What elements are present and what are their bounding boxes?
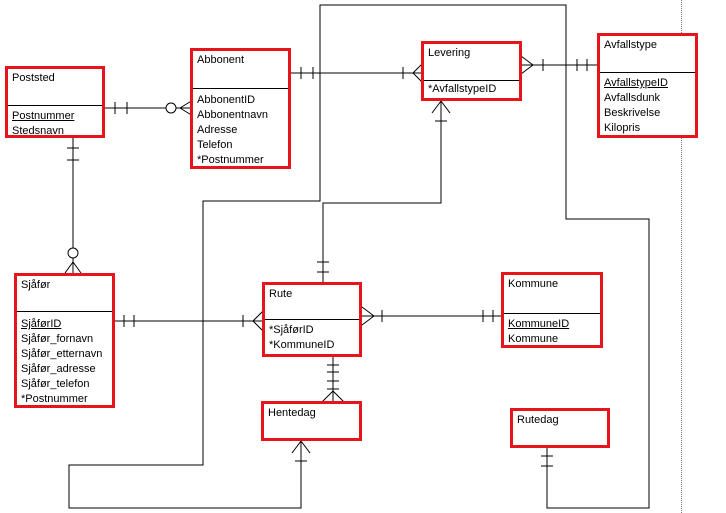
attribute-primary-key: Postnummer <box>12 110 75 122</box>
attribute-list: KommuneID Kommune <box>508 317 569 347</box>
entity-sjafor[interactable]: Sjåfør SjåførID Sjåfør_fornavn Sjåfør_et… <box>14 273 115 408</box>
attribute: Adresse <box>197 124 238 136</box>
attribute: Avfallsdunk <box>604 92 661 104</box>
entity-avfallstype[interactable]: Avfallstype AvfallstypeID Avfallsdunk Be… <box>597 33 698 138</box>
entity-title: Levering <box>428 47 471 59</box>
attribute-foreign-key: *Postnummer <box>21 393 88 405</box>
entity-title: Abbonent <box>197 54 245 66</box>
entity-title: Sjåfør <box>21 279 51 291</box>
relationship-poststed-sjafor <box>64 138 82 274</box>
attribute: Beskrivelse <box>604 107 661 119</box>
attribute-foreign-key: *KommuneID <box>269 339 335 351</box>
entity-title: Poststed <box>12 72 55 84</box>
attribute: Sjåfør_telefon <box>21 378 90 390</box>
page-divider <box>681 0 682 513</box>
entity-separator <box>17 311 112 312</box>
attribute-primary-key: KommuneID <box>508 318 570 330</box>
relationship-rute-hentedag <box>321 357 345 403</box>
attribute-list: AbbonentID Abbonentnavn Adresse Telefon … <box>197 93 268 168</box>
attribute-list: AvfallstypeID Avfallsdunk Beskrivelse Ki… <box>604 76 668 136</box>
relationship-hentedag-abbonent <box>68 4 650 509</box>
entity-separator <box>504 313 600 314</box>
attribute-primary-key: AvfallstypeID <box>604 77 668 89</box>
entity-title: Hentedag <box>268 407 316 419</box>
entity-title: Rute <box>269 288 293 300</box>
relationship-levering-rute <box>317 100 451 282</box>
entity-separator <box>600 72 695 73</box>
entity-title: Rutedag <box>517 414 559 426</box>
attribute: Stedsnavn <box>12 125 64 137</box>
entity-kommune[interactable]: Kommune KommuneID Kommune <box>501 272 603 348</box>
relationship-poststed-abbonent <box>105 99 194 117</box>
relationship-abbonent-levering <box>291 61 425 85</box>
entity-rute[interactable]: Rute *SjåførID *KommuneID <box>262 282 362 357</box>
entity-separator <box>265 319 359 320</box>
attribute: Sjåfør_adresse <box>21 363 96 375</box>
attribute-list: Postnummer Stedsnavn <box>12 109 74 139</box>
attribute-primary-key: SjåførID <box>21 318 62 330</box>
attribute: Kilopris <box>604 122 641 134</box>
attribute: Sjåfør_fornavn <box>21 333 94 345</box>
attribute-list: *SjåførID *KommuneID <box>269 323 334 353</box>
attribute-list: *AvfallstypeID <box>428 82 496 97</box>
entity-rutedag[interactable]: Rutedag <box>510 408 610 448</box>
attribute-list: SjåførID Sjåfør_fornavn Sjåfør_etternavn… <box>21 317 102 407</box>
entity-poststed[interactable]: Poststed Postnummer Stedsnavn <box>5 66 105 138</box>
attribute: Telefon <box>197 139 233 151</box>
entity-hentedag[interactable]: Hentedag <box>261 401 362 441</box>
attribute: Abbonentnavn <box>197 109 268 121</box>
entity-title: Avfallstype <box>604 39 657 51</box>
attribute-foreign-key: *SjåførID <box>269 324 314 336</box>
attribute-foreign-key: *AvfallstypeID <box>428 83 497 95</box>
relationship-kommune-rute <box>361 306 503 326</box>
entity-abbonent[interactable]: Abbonent AbbonentID Abbonentnavn Adresse… <box>190 48 291 169</box>
attribute: Kommune <box>508 333 559 345</box>
attribute: AbbonentID <box>197 94 256 106</box>
entity-title: Kommune <box>508 278 559 290</box>
entity-levering[interactable]: Levering *AvfallstypeID <box>421 41 522 101</box>
relationship-sjafor-rute <box>115 309 265 333</box>
relationship-levering-avfallstype <box>520 55 599 75</box>
entity-separator <box>8 105 102 106</box>
attribute: Sjåfør_etternavn <box>21 348 103 360</box>
entity-separator <box>193 88 288 89</box>
attribute-foreign-key: *Postnummer <box>197 154 264 166</box>
entity-separator <box>424 80 519 81</box>
